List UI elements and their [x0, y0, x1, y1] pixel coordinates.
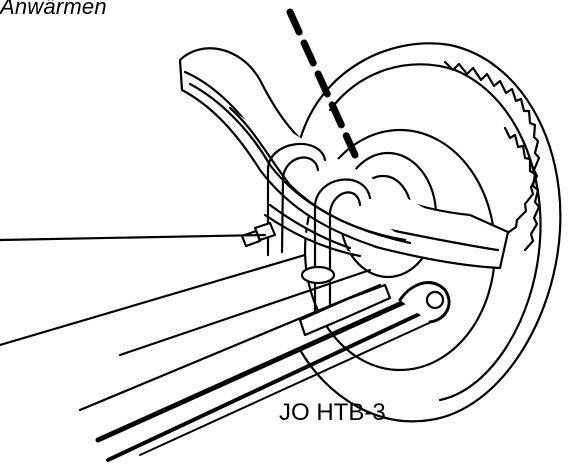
figure-id-label: JO HTB-3	[279, 399, 386, 426]
heating-indicator-dashed-line	[286, 8, 359, 159]
wheel-tire	[298, 42, 562, 423]
leaf-spring	[178, 47, 510, 270]
brake-rod	[95, 281, 451, 462]
spring-seat	[298, 283, 392, 337]
caption-title: Anwärmen	[0, 0, 107, 19]
